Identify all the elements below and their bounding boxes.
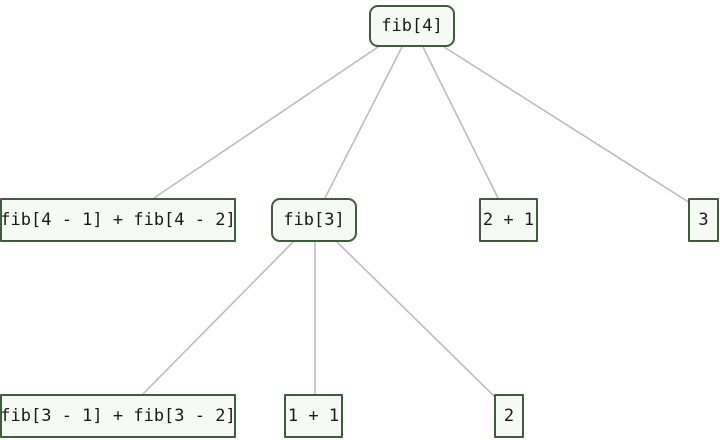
tree-node-grandchild-2[interactable]: 1 + 1 (284, 394, 343, 438)
node-label: fib[3] (283, 210, 345, 230)
tree-node-child-1[interactable]: fib[4 - 1] + fib[4 - 2] (0, 198, 236, 242)
node-label: fib[4] (381, 16, 443, 36)
edge-child-2-to-grandchild-1 (142, 241, 294, 395)
node-label: fib[4 - 1] + fib[4 - 2] (0, 210, 236, 230)
tree-node-child-2[interactable]: fib[3] (271, 198, 357, 242)
edge-root-to-child-3 (422, 46, 499, 199)
edge-child-2-to-grandchild-3 (336, 241, 497, 399)
node-label: fib[3 - 1] + fib[3 - 2] (0, 406, 236, 426)
tree-node-child-3[interactable]: 2 + 1 (479, 198, 538, 242)
node-label: 3 (698, 210, 709, 230)
tree-node-grandchild-1[interactable]: fib[3 - 1] + fib[3 - 2] (0, 394, 236, 438)
edge-root-to-child-4 (443, 46, 691, 204)
edge-root-to-child-2 (324, 46, 403, 199)
node-label: 1 + 1 (287, 406, 340, 426)
node-label: 2 + 1 (482, 210, 535, 230)
node-label: 2 (503, 406, 515, 426)
tree-node-grandchild-3[interactable]: 2 (494, 394, 524, 438)
tree-node-root[interactable]: fib[4] (369, 5, 455, 47)
edge-root-to-child-1 (153, 46, 379, 199)
tree-node-child-4[interactable]: 3 (688, 198, 719, 242)
